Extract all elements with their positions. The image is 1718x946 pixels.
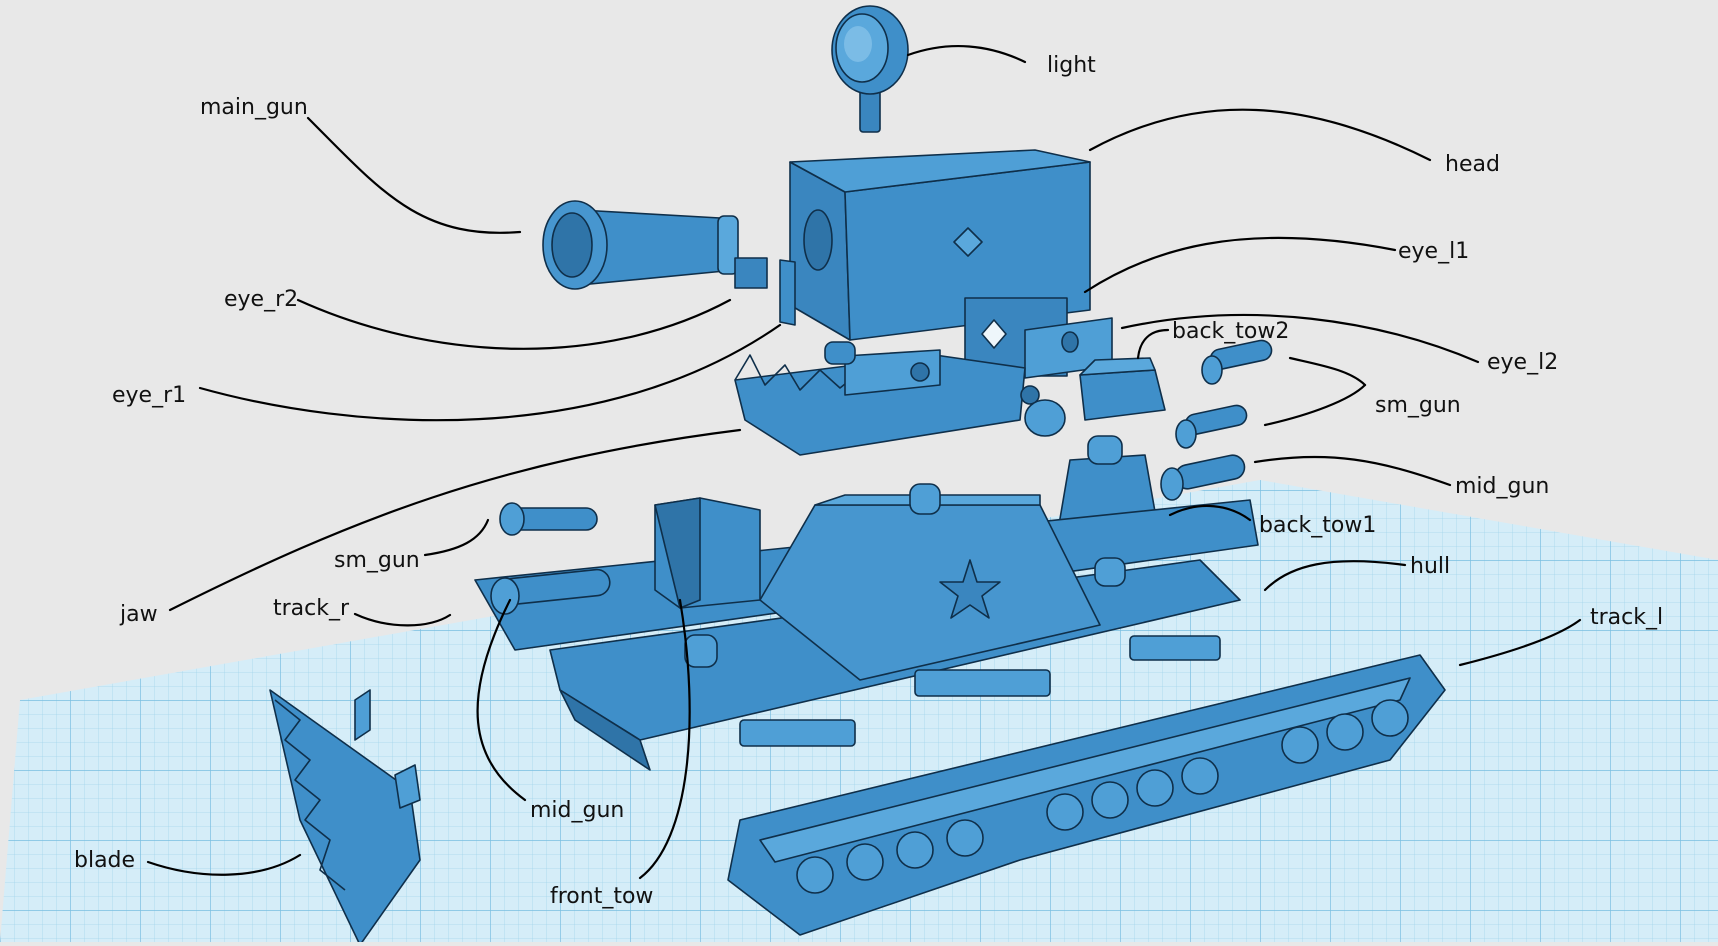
workplane-grid xyxy=(0,480,1718,942)
label-sm-gun-right: sm_gun xyxy=(1375,393,1461,418)
label-hull: hull xyxy=(1410,554,1451,579)
label-sm-gun-left: sm_gun xyxy=(334,548,420,573)
label-track-r: track_r xyxy=(273,596,350,621)
label-main-gun: main_gun xyxy=(200,95,308,120)
label-head: head xyxy=(1445,152,1500,177)
label-jaw: jaw xyxy=(120,602,158,627)
mid-gun-part-right xyxy=(1160,454,1246,501)
label-mid-gun-left: mid_gun xyxy=(530,798,625,823)
label-eye-r2: eye_r2 xyxy=(224,287,299,312)
label-mid-gun-right: mid_gun xyxy=(1455,474,1550,499)
blade-part xyxy=(269,689,421,946)
leader-lines xyxy=(146,44,1582,880)
label-light: light xyxy=(1047,53,1096,78)
label-eye-l2: eye_l2 xyxy=(1487,350,1559,375)
jaw-part xyxy=(734,349,1040,456)
light-part xyxy=(831,5,909,133)
label-back-tow1: back_tow1 xyxy=(1259,513,1377,538)
bolt-parts xyxy=(824,341,1066,437)
label-track-l: track_l xyxy=(1590,605,1664,630)
label-back-tow2: back_tow2 xyxy=(1172,319,1290,344)
hull-part xyxy=(549,483,1241,771)
label-front-tow: front_tow xyxy=(550,884,654,909)
main-gun-part xyxy=(542,200,768,290)
label-blade: blade xyxy=(74,848,136,873)
head-part xyxy=(789,149,1091,377)
track-l-part xyxy=(727,654,1446,936)
eye-parts xyxy=(779,259,1113,379)
sm-gun-parts-right xyxy=(1175,339,1273,449)
label-eye-r1: eye_r1 xyxy=(112,383,187,408)
sm-gun-part-left xyxy=(499,502,598,536)
back-tow2-part xyxy=(1079,357,1166,421)
front-tow-part xyxy=(654,497,761,609)
mid-gun-part-left xyxy=(490,568,611,615)
label-eye-l1: eye_l1 xyxy=(1398,239,1470,264)
